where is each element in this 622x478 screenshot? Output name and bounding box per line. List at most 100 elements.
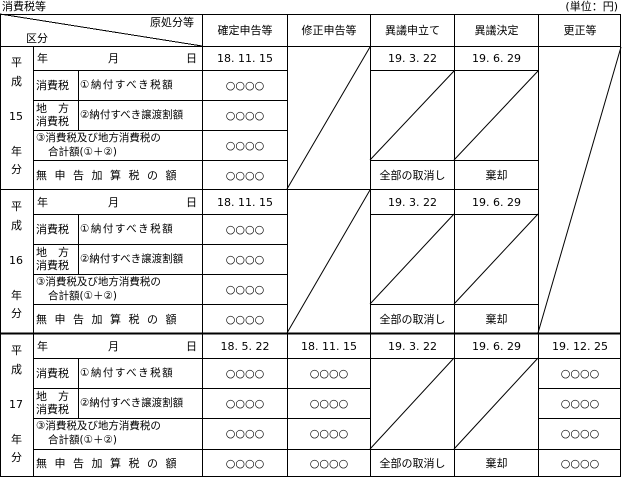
date-kakutei: 18. 11. 15 <box>217 52 273 65</box>
year-nen: 年 <box>11 433 22 446</box>
na-diagonal <box>369 213 455 305</box>
date-label-month: 月 <box>108 196 119 209</box>
date-label-month: 月 <box>108 52 119 65</box>
label-transfer-due: ②納付すべき譲渡割額 <box>80 397 184 409</box>
amount-penalty: ○○○○ <box>225 313 265 326</box>
label-penalty: 無申告加算税の額 <box>36 313 184 326</box>
amount-tax-due: ○○○○ <box>225 367 265 380</box>
year-era2: 成 <box>11 75 22 88</box>
amount-penalty-shusei: ○○○○ <box>309 457 349 470</box>
label-consumption-tax: 消費税 <box>36 79 69 92</box>
label-consumption-tax: 消費税 <box>36 223 69 236</box>
date-igi: 19. 3. 22 <box>388 52 437 65</box>
amount-transfer-due: ○○○○ <box>225 253 265 266</box>
label-local-tax-2: 消費税 <box>36 115 69 128</box>
date-label-day: 日 <box>186 340 197 353</box>
label-penalty: 無申告加算税の額 <box>36 457 184 470</box>
year-era: 平 <box>11 344 22 357</box>
amount-transfer-due-shusei: ○○○○ <box>309 397 349 410</box>
amount-total: ○○○○ <box>225 427 265 440</box>
amount-penalty: ○○○○ <box>225 169 265 182</box>
na-diagonal <box>369 70 455 161</box>
date-kettei: 19. 6. 29 <box>472 196 521 209</box>
label-local-tax-2: 消費税 <box>36 403 69 416</box>
header-kubun: 区分 <box>26 32 48 45</box>
year-era: 平 <box>11 200 22 213</box>
label-penalty: 無申告加算税の額 <box>36 169 184 182</box>
label-tax-due: ①納付すべき税額 <box>80 223 175 235</box>
date-label-year: 年 <box>37 340 48 353</box>
date-label-year: 年 <box>37 52 48 65</box>
year-bun: 分 <box>11 451 22 464</box>
date-shusei: 18. 11. 15 <box>301 340 357 353</box>
amount-tax-due-kosei: ○○○○ <box>560 367 600 380</box>
amount-transfer-due: ○○○○ <box>225 109 265 122</box>
table-frame <box>0 14 621 477</box>
label-total-2: 合計額(①＋②) <box>48 290 118 302</box>
kettei-result: 棄却 <box>485 313 508 326</box>
label-tax-due: ①納付すべき税額 <box>80 367 175 379</box>
date-kosei: 19. 12. 25 <box>552 340 608 353</box>
amount-transfer-due-kosei: ○○○○ <box>560 397 600 410</box>
label-total-1: ③消費税及び地方消費税の <box>36 132 161 144</box>
amount-transfer-due: ○○○○ <box>225 397 265 410</box>
year-era2: 成 <box>11 363 22 376</box>
label-total-2: 合計額(①＋②) <box>48 434 118 446</box>
label-local-tax-2: 消費税 <box>36 259 69 272</box>
label-total-2: 合計額(①＋②) <box>48 146 118 158</box>
amount-tax-due: ○○○○ <box>225 223 265 236</box>
na-diagonal <box>369 357 455 450</box>
year-bun: 分 <box>11 307 22 320</box>
col-kosei: 更正等 <box>563 24 597 37</box>
date-kettei: 19. 6. 29 <box>472 340 521 353</box>
amount-penalty-kosei: ○○○○ <box>560 457 600 470</box>
col-kettei: 異議決定 <box>474 24 519 37</box>
amount-penalty: ○○○○ <box>225 457 265 470</box>
year-era2: 成 <box>11 219 22 232</box>
date-label-day: 日 <box>186 52 197 65</box>
kettei-result: 棄却 <box>485 169 508 182</box>
date-kakutei: 18. 11. 15 <box>217 196 273 209</box>
kettei-result: 棄却 <box>485 457 508 470</box>
doc-title: 消費税等 <box>2 0 46 13</box>
label-transfer-due: ②納付すべき譲渡割額 <box>80 253 184 265</box>
label-total-1: ③消費税及び地方消費税の <box>36 420 161 432</box>
label-tax-due: ①納付すべき税額 <box>80 79 175 91</box>
col-shusei: 修正申告等 <box>301 24 357 37</box>
na-diagonal <box>453 357 539 450</box>
date-kakutei: 18. 5. 22 <box>220 340 270 353</box>
date-label-day: 日 <box>186 196 197 209</box>
unit-label: (単位：円) <box>565 0 618 13</box>
na-diagonal <box>453 70 539 161</box>
year-num: 15 <box>9 110 23 123</box>
label-local-tax: 地 方 <box>36 390 69 403</box>
igi-result: 全部の取消し <box>379 313 446 326</box>
year-nen: 年 <box>11 289 22 302</box>
na-diagonal <box>286 46 371 190</box>
date-label-month: 月 <box>108 340 119 353</box>
date-igi: 19. 3. 22 <box>388 196 437 209</box>
year-bun: 分 <box>11 163 22 176</box>
date-igi: 19. 3. 22 <box>388 340 437 353</box>
amount-total-kosei: ○○○○ <box>560 427 600 440</box>
amount-tax-due: ○○○○ <box>225 79 265 92</box>
na-diagonal <box>537 46 622 334</box>
label-local-tax: 地 方 <box>36 246 69 259</box>
na-diagonal <box>286 189 371 334</box>
col-igi: 異議申立て <box>385 24 440 37</box>
label-transfer-due: ②納付すべき譲渡割額 <box>80 109 184 121</box>
date-kettei: 19. 6. 29 <box>472 52 521 65</box>
na-diagonal <box>453 213 539 305</box>
label-local-tax: 地 方 <box>36 102 69 115</box>
label-total-1: ③消費税及び地方消費税の <box>36 276 161 288</box>
amount-total-shusei: ○○○○ <box>309 427 349 440</box>
header-original: 原処分等 <box>150 16 194 29</box>
amount-total: ○○○○ <box>225 283 265 296</box>
year-num: 16 <box>9 254 23 267</box>
year-era: 平 <box>11 56 22 69</box>
year-num: 17 <box>9 398 23 411</box>
amount-tax-due-shusei: ○○○○ <box>309 367 349 380</box>
col-kakutei: 確定申告等 <box>217 24 273 37</box>
